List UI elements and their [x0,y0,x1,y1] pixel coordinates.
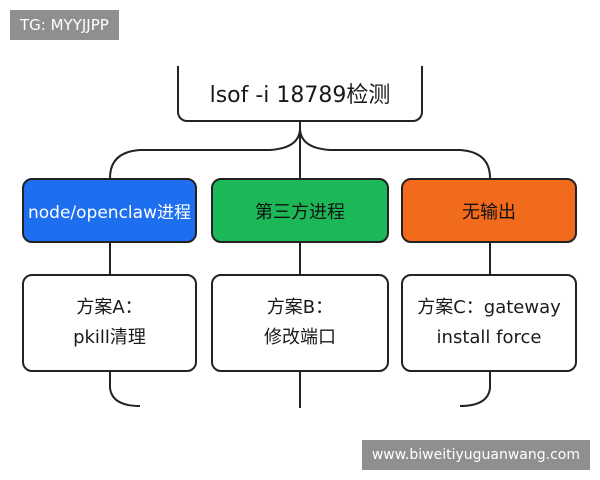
watermark-label: www.biweitiyuguanwang.com [361,440,590,470]
plan-node-b-line2: 修改端口 [264,327,336,348]
plan-node-c: 方案C：gateway install force [401,274,577,372]
plan-node-a: 方案A： pkill清理 [22,274,197,372]
category-node-c-label: 无输出 [462,201,516,223]
plan-node-c-line2: install force [436,327,542,348]
plan-node-c-line1: 方案C：gateway [417,297,561,318]
plan-node-a-line2: pkill清理 [73,327,146,348]
connector-branch-left [109,127,301,179]
tag-label: TG: MYYJJPP [10,10,119,40]
category-node-b-label: 第三方进程 [255,201,345,223]
category-node-a: node/openclaw进程 [22,178,197,243]
connector-plan-a-down [109,372,141,407]
category-node-b: 第三方进程 [211,178,389,243]
plan-node-b: 方案B： 修改端口 [211,274,389,372]
category-node-a-label: node/openclaw进程 [28,203,191,223]
connector-plan-c-down [459,372,491,407]
plan-node-a-line1: 方案A： [76,297,143,318]
plan-node-b-line1: 方案B： [266,297,334,318]
root-node: lsof -i 18789检测 [177,66,423,122]
category-node-c: 无输出 [401,178,577,243]
connector-branch-right [299,127,491,179]
root-node-label: lsof -i 18789检测 [209,83,391,108]
